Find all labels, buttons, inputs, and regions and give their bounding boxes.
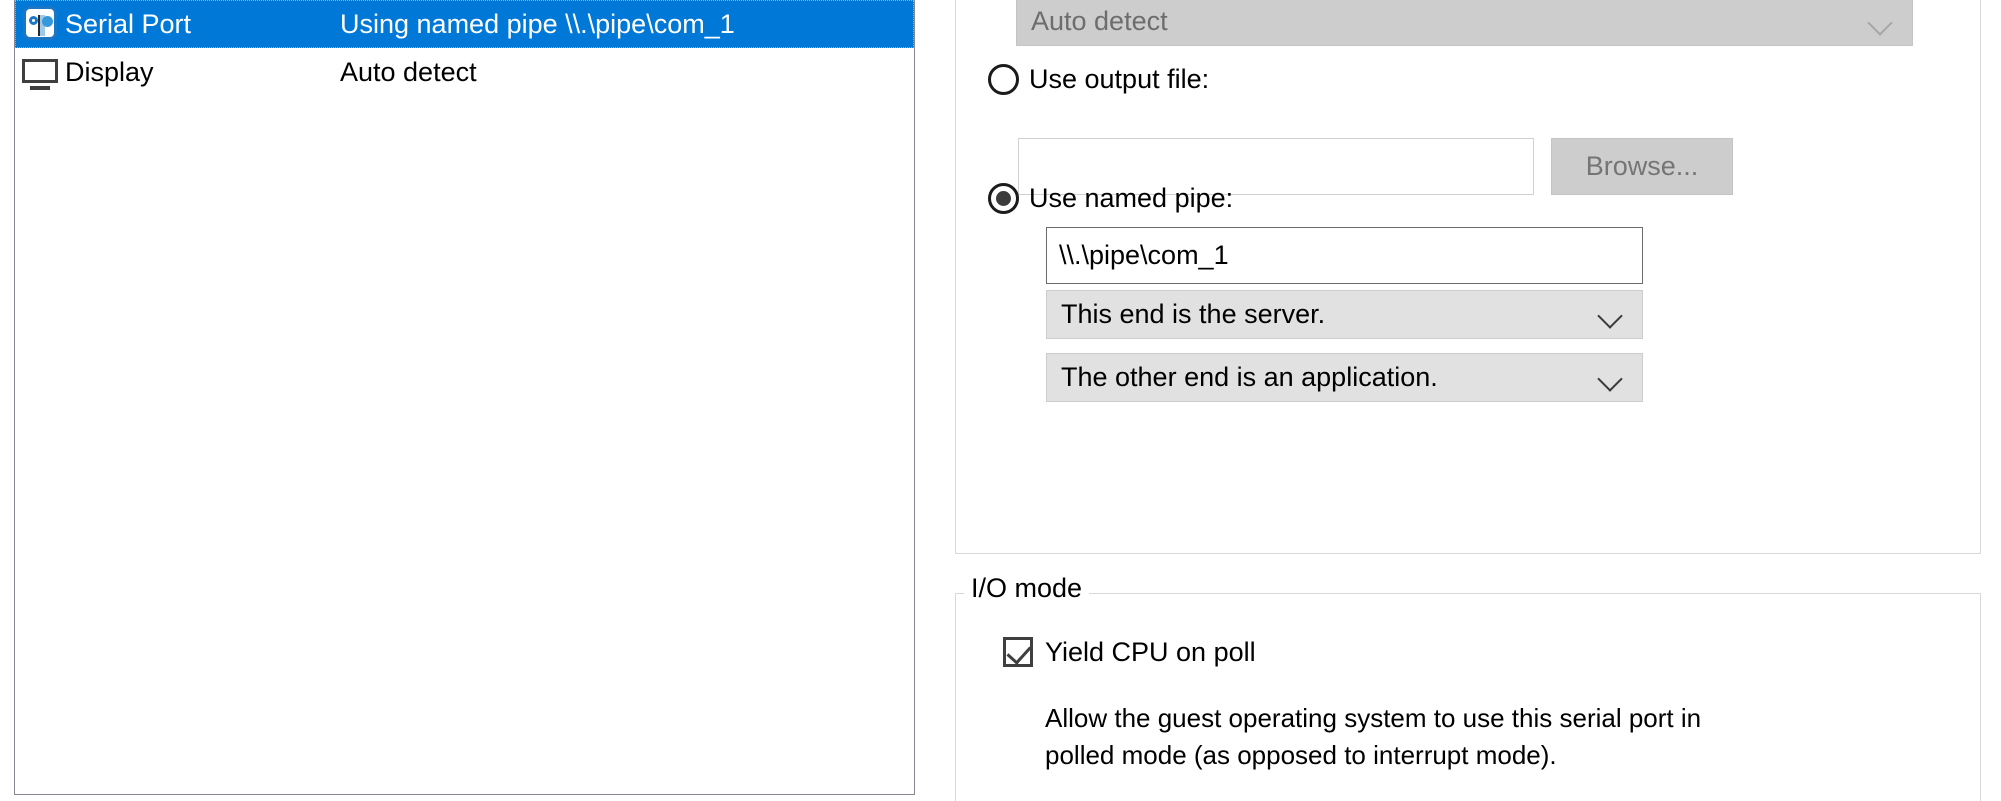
list-item-serial-port[interactable]: Serial Port Using named pipe \\.\pipe\co… [15, 0, 914, 48]
device-list[interactable]: Serial Port Using named pipe \\.\pipe\co… [14, 0, 915, 795]
display-icon [21, 53, 61, 91]
radio-use-named-pipe-label: Use named pipe: [1029, 183, 1234, 213]
checkbox-yield-cpu-on-poll[interactable]: Yield CPU on poll [1003, 637, 1256, 667]
chevron-down-icon [1868, 9, 1894, 35]
device-select[interactable]: Auto detect [1016, 0, 1913, 46]
io-mode-groupbox: I/O mode [955, 575, 1981, 801]
checkbox-yield-cpu-label: Yield CPU on poll [1045, 636, 1256, 667]
io-mode-legend: I/O mode [964, 575, 1090, 602]
radio-icon-unchecked [988, 64, 1019, 95]
device-name: Display [65, 56, 154, 87]
pipe-end-role-select[interactable]: This end is the server. [1046, 290, 1643, 339]
serial-port-icon [21, 5, 61, 43]
radio-use-output-file[interactable]: Use output file: [988, 64, 1209, 95]
radio-icon-checked [988, 183, 1019, 214]
chevron-down-icon [1598, 365, 1624, 391]
device-summary: Auto detect [340, 56, 477, 87]
connection-groupbox [955, 0, 1981, 554]
checkbox-icon-checked [1003, 637, 1033, 667]
io-mode-description: Allow the guest operating system to use … [1045, 703, 1702, 770]
device-select-value: Auto detect [1031, 6, 1168, 36]
chevron-down-icon [1598, 302, 1624, 328]
pipe-other-end-value: The other end is an application. [1061, 362, 1438, 392]
pipe-name-input-value: \\.\pipe\com_1 [1059, 240, 1229, 270]
device-summary: Using named pipe \\.\pipe\com_1 [340, 8, 735, 39]
pipe-other-end-select[interactable]: The other end is an application. [1046, 353, 1643, 402]
device-name: Serial Port [65, 8, 192, 39]
browse-button[interactable]: Browse... [1551, 138, 1733, 195]
settings-pane: Auto detect Use output file: Browse... U… [940, 0, 2001, 801]
pipe-name-input[interactable]: \\.\pipe\com_1 [1046, 227, 1643, 284]
pipe-end-role-value: This end is the server. [1061, 299, 1326, 329]
radio-use-named-pipe[interactable]: Use named pipe: [988, 183, 1233, 214]
list-item-display[interactable]: Display Auto detect [15, 48, 914, 96]
output-file-input[interactable] [1018, 138, 1534, 195]
radio-use-output-file-label: Use output file: [1029, 64, 1210, 94]
browse-button-label: Browse... [1585, 151, 1699, 181]
